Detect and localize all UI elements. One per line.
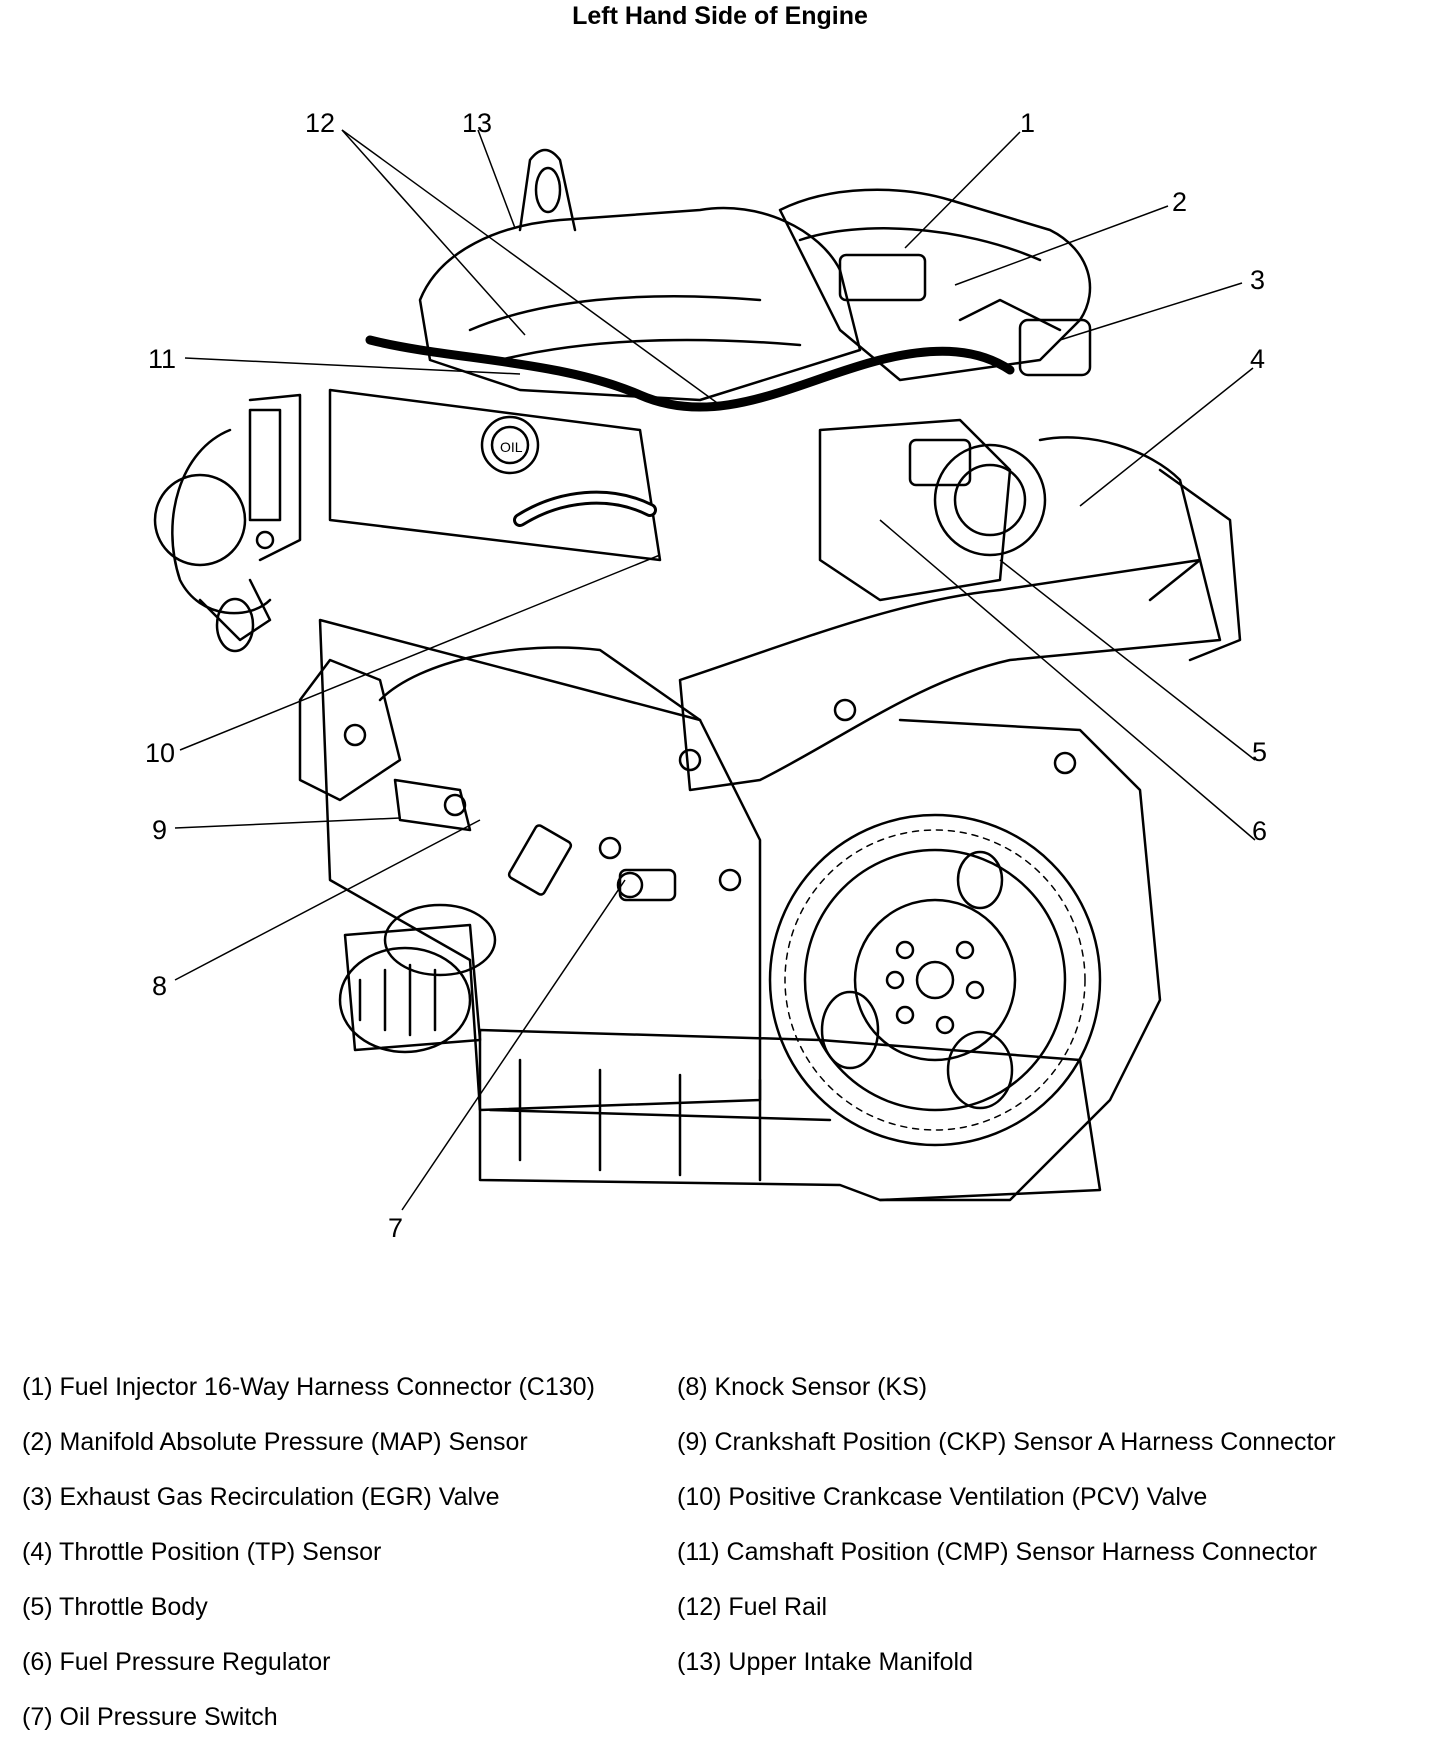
leader-line-5: [999, 559, 1256, 761]
legend-item-1: (1) Fuel Injector 16-Way Harness Connect…: [22, 1373, 595, 1401]
leader-line-1: [904, 131, 1021, 249]
diagram-title: Left Hand Side of Engine: [572, 2, 868, 30]
leader-line-2: [954, 205, 1169, 286]
legend-item-9: (9) Crankshaft Position (CKP) Sensor A H…: [677, 1428, 1336, 1456]
callout-10: 10: [145, 738, 175, 768]
callout-lines: [174, 129, 1256, 1211]
callout-1: 1: [1020, 108, 1035, 138]
callout-3: 3: [1250, 265, 1265, 295]
callout-12: 12: [305, 108, 335, 138]
leader-line-7: [401, 879, 626, 1211]
leader-line-6: [879, 519, 1256, 841]
leader-line-12b: [341, 129, 721, 406]
engine-illustration: OIL: [153, 148, 1242, 1202]
leader-line-13: [477, 129, 516, 229]
engine-diagram: OIL: [145, 108, 1267, 1243]
callout-8: 8: [152, 971, 167, 1001]
legend-item-11: (11) Camshaft Position (CMP) Sensor Harn…: [677, 1538, 1318, 1566]
callout-numbers: 12 13 1 2 3 4 11 5 10 9 6 8 7: [145, 108, 1267, 1243]
parts-legend: (1) Fuel Injector 16-Way Harness Connect…: [22, 1360, 1432, 1745]
legend-item-7: (7) Oil Pressure Switch: [22, 1703, 278, 1731]
callout-4: 4: [1250, 344, 1265, 374]
callout-11: 11: [148, 344, 176, 374]
callout-7: 7: [388, 1213, 403, 1243]
svg-text:OIL: OIL: [500, 439, 523, 455]
callout-13: 13: [462, 108, 492, 138]
legend-item-13: (13) Upper Intake Manifold: [677, 1648, 973, 1676]
leader-line-12a: [341, 129, 526, 336]
leader-line-4: [1079, 367, 1254, 507]
legend-item-4: (4) Throttle Position (TP) Sensor: [22, 1538, 382, 1566]
legend-item-10: (10) Positive Crankcase Ventilation (PCV…: [677, 1483, 1208, 1511]
leader-line-9: [174, 817, 401, 829]
legend-item-6: (6) Fuel Pressure Regulator: [22, 1648, 331, 1676]
leader-line-11: [184, 357, 521, 375]
legend-item-2: (2) Manifold Absolute Pressure (MAP) Sen…: [22, 1428, 528, 1456]
callout-2: 2: [1172, 187, 1187, 217]
leader-line-3: [1059, 282, 1243, 341]
leader-line-8: [174, 819, 481, 981]
legend-item-3: (3) Exhaust Gas Recirculation (EGR) Valv…: [22, 1483, 500, 1511]
legend-item-5: (5) Throttle Body: [22, 1593, 208, 1621]
callout-5: 5: [1252, 737, 1267, 767]
legend-item-12: (12) Fuel Rail: [677, 1593, 828, 1621]
callout-9: 9: [152, 815, 167, 845]
leader-line-10: [179, 554, 661, 751]
legend-item-8: (8) Knock Sensor (KS): [677, 1373, 928, 1401]
callout-6: 6: [1252, 816, 1267, 846]
